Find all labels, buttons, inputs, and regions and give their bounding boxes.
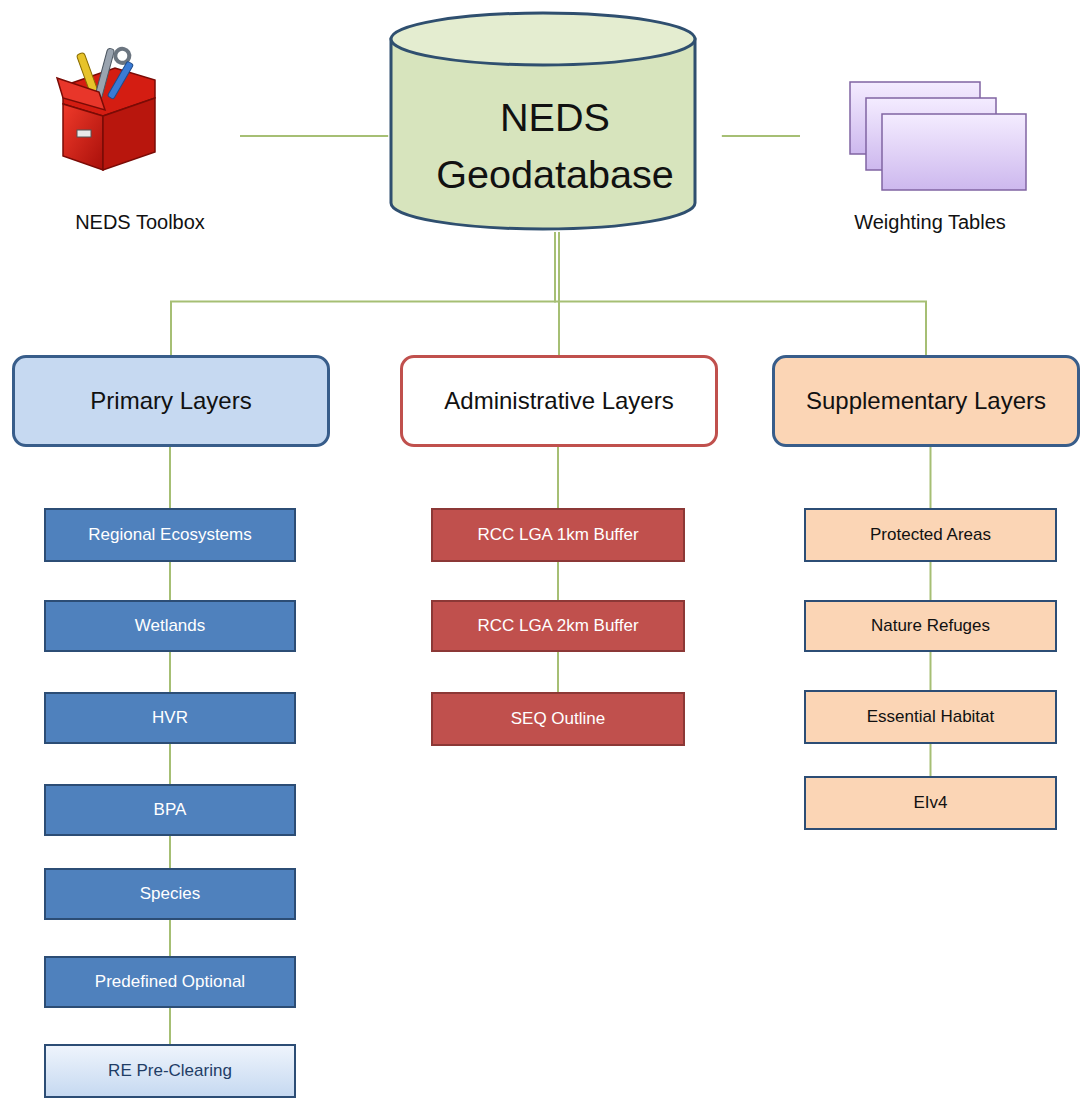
layer-box: RCC LGA 2km Buffer (431, 600, 685, 652)
layer-box: Predefined Optional (44, 956, 296, 1008)
layer-box: EIv4 (804, 776, 1057, 830)
connector-line (557, 447, 559, 508)
layer-box: HVR (44, 692, 296, 744)
node-label: Primary Layers (90, 387, 251, 416)
database-title: NEDS Geodatabase (388, 89, 722, 204)
tables-icon (818, 80, 1038, 195)
connector-line (169, 920, 171, 956)
node-label: Wetlands (135, 616, 206, 636)
connector-line (171, 232, 555, 355)
node-label: Nature Refuges (871, 616, 990, 636)
node-label: Weighting Tables (854, 210, 1006, 234)
layer-box: Protected Areas (804, 508, 1057, 562)
connector-line (169, 562, 171, 600)
icon-label: Weighting Tables (800, 40, 1060, 238)
node-label: RE Pre-Clearing (108, 1061, 232, 1081)
layer-box: Essential Habitat (804, 690, 1057, 744)
connector-line (169, 652, 171, 692)
layer-box: Regional Ecosystems (44, 508, 296, 562)
connector-line (558, 232, 560, 355)
node-label: Species (140, 884, 200, 904)
node-label: Essential Habitat (867, 707, 995, 727)
node-label: NEDS Toolbox (75, 210, 205, 234)
connector-line (169, 447, 171, 508)
database-cylinder: NEDS Geodatabase (388, 10, 722, 232)
group-box: Supplementary Layers (772, 355, 1080, 447)
node-label: Regional Ecosystems (88, 525, 251, 545)
connector-line (930, 447, 932, 508)
node-label: EIv4 (913, 793, 947, 813)
connector-line (169, 836, 171, 868)
icon-label: NEDS Toolbox (40, 40, 240, 238)
node-label: RCC LGA 2km Buffer (477, 616, 638, 636)
connector-line (930, 562, 932, 600)
group-box: Administrative Layers (400, 355, 718, 447)
layer-box: Species (44, 868, 296, 920)
connector-line (930, 652, 932, 690)
layer-box: SEQ Outline (431, 692, 685, 746)
layer-box: RCC LGA 1km Buffer (431, 508, 685, 562)
connector-line (240, 135, 388, 137)
node-label: RCC LGA 1km Buffer (477, 525, 638, 545)
node-label: SEQ Outline (511, 709, 606, 729)
node-label: HVR (152, 708, 188, 728)
layer-box: BPA (44, 784, 296, 836)
connector-line (722, 135, 800, 137)
layer-box: RE Pre-Clearing (44, 1044, 296, 1098)
layer-box: Nature Refuges (804, 600, 1057, 652)
connector-line (169, 744, 171, 784)
node-label: Administrative Layers (444, 387, 673, 416)
toolbox-icon (55, 38, 165, 188)
connector-line (557, 652, 559, 692)
node-label: Supplementary Layers (806, 387, 1046, 416)
connector-line (557, 562, 559, 600)
node-label: Predefined Optional (95, 972, 245, 992)
connector-line (169, 1008, 171, 1044)
connector-line (930, 744, 932, 776)
layer-box: Wetlands (44, 600, 296, 652)
node-label: BPA (154, 800, 187, 820)
group-box: Primary Layers (12, 355, 330, 447)
connector-line (555, 232, 926, 355)
node-label: Protected Areas (870, 525, 991, 545)
